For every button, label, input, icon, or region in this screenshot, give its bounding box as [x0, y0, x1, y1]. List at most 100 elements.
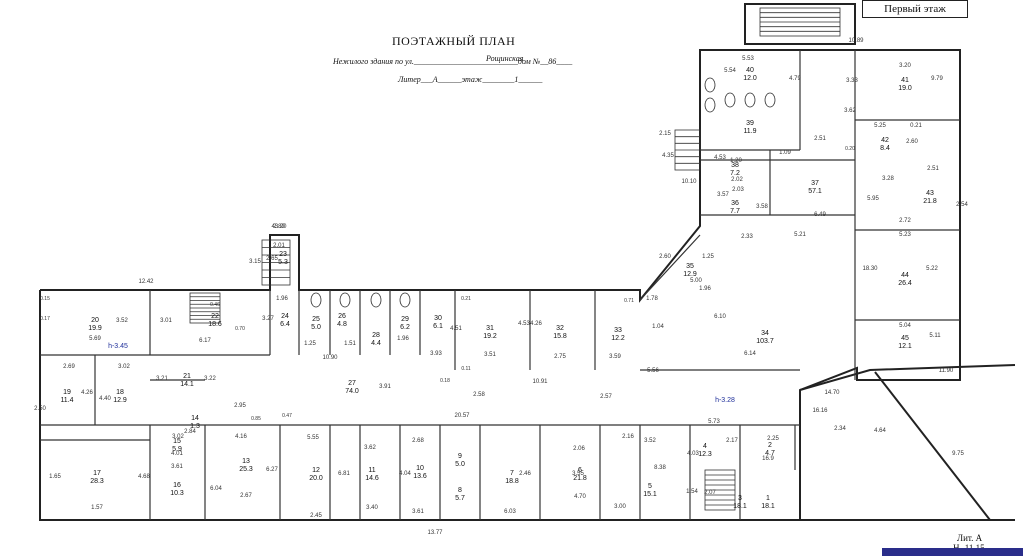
dimension-8: 3.01: [160, 318, 172, 324]
dimension-81: 2.51: [927, 166, 939, 172]
dimension-77: 3.62: [844, 108, 856, 114]
room-number-15: 15: [173, 438, 181, 445]
room-area-40: 12.0: [743, 75, 757, 82]
dimension-27: 5.56: [647, 368, 659, 374]
dimension-69: 6.81: [338, 471, 350, 477]
dimension-51: 2.07: [704, 490, 716, 496]
partition-36: [639, 234, 701, 301]
room-number-22: 22: [211, 313, 219, 320]
room-area-39: 11.9: [743, 128, 756, 135]
room-number-34: 34: [761, 330, 769, 337]
top-stair-block: [744, 3, 856, 45]
room-area-35: 12.9: [683, 271, 697, 278]
dimension-36: 2.95: [234, 403, 246, 409]
building-walls: [39, 3, 1016, 521]
dimension-76: 3.20: [899, 63, 911, 69]
room-number-29: 29: [401, 316, 409, 323]
level-marks: h-3.45 h-3.28: [108, 343, 735, 404]
dimension-95: 4.53: [714, 155, 726, 161]
room-number-21: 21: [183, 373, 191, 380]
room-area-21: 14.1: [180, 381, 194, 388]
room-area-3: 18.1: [733, 503, 747, 510]
dimension-30: 2.69: [63, 364, 75, 370]
dimension-84: 2.72: [899, 218, 911, 224]
room-area-29: 6.2: [400, 324, 410, 331]
dimension-61: 2.84: [184, 429, 196, 435]
dimension-31: 4.26: [81, 390, 93, 396]
room-area-43: 21.8: [923, 198, 937, 205]
dimension-25: 2.57: [600, 394, 612, 400]
dimension-28: 1.04: [652, 324, 664, 330]
room-area-28: 4.4: [371, 340, 381, 347]
dimension-56: 2.45: [310, 513, 322, 519]
room-area-19: 11.4: [60, 397, 73, 404]
dimension-9: 6.17: [199, 338, 211, 344]
outer-wall: [39, 49, 961, 521]
survey-mark-9: 0.18: [440, 378, 450, 384]
fixture-2: [370, 292, 382, 308]
dimension-10: 3.27: [262, 316, 274, 322]
room-area-44: 26.4: [898, 280, 912, 287]
survey-mark-1: 0.17: [40, 316, 50, 322]
room-number-36: 36: [731, 200, 739, 207]
dimension-46: 2.17: [726, 438, 738, 444]
dimension-40: 3.62: [364, 445, 376, 451]
dimension-49: 8.38: [654, 465, 666, 471]
room-area-12: 20.0: [309, 475, 323, 482]
stamp-bar: [882, 548, 1023, 556]
dimension-11: 1.25: [304, 341, 316, 347]
level-mark-1: h-3.28: [715, 397, 735, 404]
dimension-53: 6.03: [504, 509, 516, 515]
fixture-4: [704, 77, 716, 93]
dimension-64: 4.68: [138, 474, 150, 480]
dimension-12: 1.51: [344, 341, 356, 347]
dimension-35: 3.22: [204, 376, 216, 382]
dimension-93: 6.49: [814, 212, 826, 218]
room-area-15: 5.9: [172, 446, 182, 453]
room-number-7: 7: [510, 470, 514, 477]
survey-mark-6: 0.71: [624, 298, 634, 304]
dimension-113: 2.34: [834, 426, 846, 432]
dimension-102: 4.35: [662, 153, 674, 159]
dimension-19: 2.75: [554, 354, 566, 360]
room-number-42: 42: [881, 137, 889, 144]
room-area-24: 6.4: [280, 321, 290, 328]
dimension-89: 5.04: [899, 323, 911, 329]
room-number-31: 31: [486, 325, 494, 332]
room-number-24: 24: [281, 313, 289, 320]
dimension-106: 5.00: [690, 278, 702, 284]
room-number-10: 10: [416, 465, 424, 472]
room-number-32: 32: [556, 325, 564, 332]
dimension-72: 4.79: [789, 76, 801, 82]
room-number-18: 18: [116, 389, 124, 396]
room-area-31: 19.2: [483, 333, 497, 340]
dimension-99: 3.58: [756, 204, 768, 210]
room-number-4: 4: [703, 443, 707, 450]
room-number-37: 37: [811, 180, 819, 187]
dimension-55: 3.40: [366, 505, 378, 511]
dimension-37: 4.16: [235, 434, 247, 440]
room-number-40: 40: [746, 67, 754, 74]
survey-mark-0: 0.15: [40, 296, 50, 302]
dimension-91: 5.21: [794, 232, 806, 238]
room-area-22: 18.6: [208, 321, 222, 328]
room-number-27: 27: [348, 380, 356, 387]
fixture-0: [310, 292, 322, 308]
dimension-16: 4.53: [518, 321, 530, 327]
plan-title: ПОЭТАЖНЫЙ ПЛАН: [392, 34, 516, 48]
room-area-36: 7.7: [730, 208, 740, 215]
dimension-6: 5.69: [89, 336, 101, 342]
dimension-17: 4.26: [530, 321, 542, 327]
room-area-33: 12.2: [611, 335, 625, 342]
room-area-11: 14.6: [365, 475, 379, 482]
fixture-3: [399, 292, 411, 308]
level-mark-0: h-3.45: [108, 343, 128, 350]
dimension-97: 2.02: [731, 177, 743, 183]
dimension-71: 5.54: [724, 68, 736, 74]
dimension-75: 9.79: [931, 76, 943, 82]
dimension-50: 1.54: [686, 489, 698, 495]
room-number-2: 2: [768, 442, 772, 449]
room-area-23: 5.3: [278, 259, 288, 266]
room-area-30: 6.1: [433, 323, 443, 330]
